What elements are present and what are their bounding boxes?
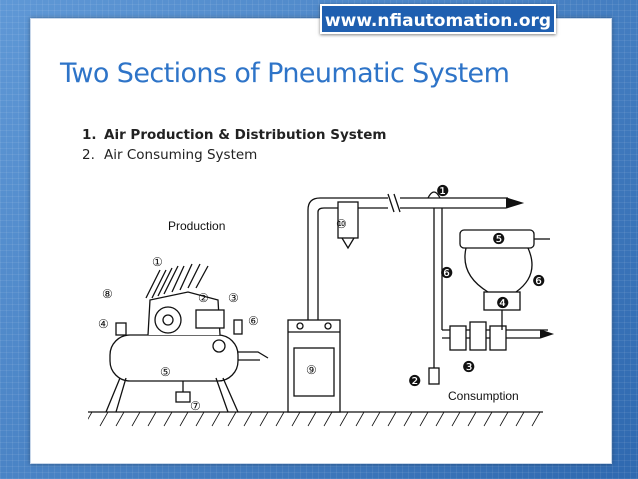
tank-outlet-pipe (238, 351, 269, 359)
slide-title: Two Sections of Pneumatic System (60, 58, 510, 89)
tank-legs (105, 377, 239, 413)
service-arrow (539, 329, 555, 339)
callout-circled-8: ⑧ (102, 287, 113, 301)
callout-6b: ❻ (532, 273, 545, 290)
list-label: Air Consuming System (104, 147, 258, 163)
pressure-gauge (212, 339, 226, 353)
ground-hatching (88, 411, 541, 427)
callout-circled-9: ⑨ (306, 363, 317, 377)
air-dryer (287, 319, 341, 413)
list-number: 2. (82, 147, 95, 163)
list-item: 1. Air Production & Distribution System (82, 125, 386, 145)
pipe-break (387, 193, 401, 213)
frl-filter (449, 325, 467, 351)
flywheel (154, 306, 182, 334)
dryer-door (293, 347, 335, 397)
list-item: 2. Air Consuming System (82, 145, 386, 165)
frl-regulator (469, 321, 487, 351)
section-list: 1. Air Production & Distribution System 2… (82, 125, 386, 165)
callout-2: ❷ (408, 373, 421, 390)
callout-circled-4: ④ (98, 317, 109, 331)
safety-valve (115, 322, 127, 336)
callout-circled-2: ② (198, 291, 209, 305)
valve-hoses (464, 247, 533, 293)
riser-pipe-inner (317, 207, 388, 320)
pneumatic-system-diagram: Production Consumption ❶ ❷ ❸ ❹ ❺ ❻ ❻ ① ②… (88, 183, 555, 427)
callout-1: ❶ (436, 183, 449, 200)
goose-neck (427, 191, 441, 199)
callout-circled-1: ① (152, 255, 163, 269)
callout-circled-5: ⑤ (160, 365, 171, 379)
pressure-switch (233, 319, 243, 335)
auto-drain (428, 367, 440, 385)
callout-3: ❸ (462, 359, 475, 376)
flow-arrow (505, 197, 525, 209)
website-banner[interactable]: www.nfiautomation.org (320, 4, 556, 34)
flywheel-hub (162, 314, 174, 326)
callout-6a: ❻ (440, 265, 453, 282)
callout-5: ❺ (492, 231, 505, 248)
list-number: 1. (82, 127, 97, 143)
callout-circled-7: ⑦ (190, 399, 201, 413)
compressor-fins (145, 263, 209, 299)
production-label: Production (168, 219, 225, 233)
frl-lubricator (489, 325, 507, 351)
line-filter (337, 201, 359, 239)
callout-circled-10: ⑩ (336, 217, 347, 231)
riser-pipe (307, 197, 388, 320)
consumption-label: Consumption (448, 389, 519, 403)
list-label: Air Production & Distribution System (104, 127, 387, 143)
drain-valve (175, 391, 191, 403)
callout-circled-6: ⑥ (248, 314, 259, 328)
callout-4: ❹ (496, 295, 509, 312)
motor (195, 309, 225, 329)
callout-circled-3: ③ (228, 291, 239, 305)
